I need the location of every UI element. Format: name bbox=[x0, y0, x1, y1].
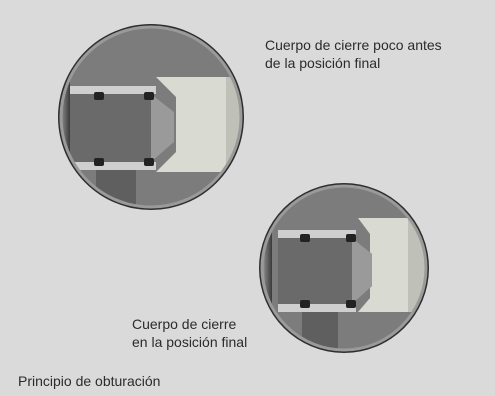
seal-bottom-left bbox=[94, 158, 104, 166]
seat bbox=[156, 77, 241, 172]
body-top-face bbox=[278, 230, 356, 238]
seal-top-left bbox=[300, 234, 310, 242]
label-line: de la posición final bbox=[265, 55, 381, 71]
seal-bottom-left bbox=[300, 300, 310, 308]
label-line: en la posición final bbox=[132, 334, 248, 350]
figure-caption: Principio de obturación bbox=[18, 373, 161, 389]
label-line: Cuerpo de cierre poco antes bbox=[265, 37, 442, 53]
left-rim bbox=[262, 230, 272, 310]
seal-top-right bbox=[346, 234, 356, 242]
closing-body bbox=[70, 94, 174, 162]
seal-top-right bbox=[144, 92, 154, 100]
closing-body bbox=[278, 238, 372, 304]
body-bottom-face bbox=[278, 304, 356, 312]
detail-ring bbox=[260, 184, 428, 352]
seal-top-left bbox=[94, 92, 104, 100]
body-nose bbox=[151, 94, 174, 162]
label-final-position: Cuerpo de cierre en la posición final bbox=[132, 315, 247, 351]
detail-final-position bbox=[259, 183, 429, 353]
body-bottom-face bbox=[70, 162, 156, 170]
seal-bottom-right bbox=[144, 158, 154, 166]
body-top-face bbox=[70, 86, 156, 94]
left-rim bbox=[61, 82, 70, 162]
label-line: Cuerpo de cierre bbox=[132, 316, 237, 332]
detail-before-final-position bbox=[58, 24, 244, 210]
body-nose bbox=[352, 238, 372, 304]
seal-bottom-right bbox=[346, 300, 356, 308]
detail-ring bbox=[59, 25, 243, 209]
label-before-final-position: Cuerpo de cierre poco antes de la posici… bbox=[265, 36, 442, 72]
